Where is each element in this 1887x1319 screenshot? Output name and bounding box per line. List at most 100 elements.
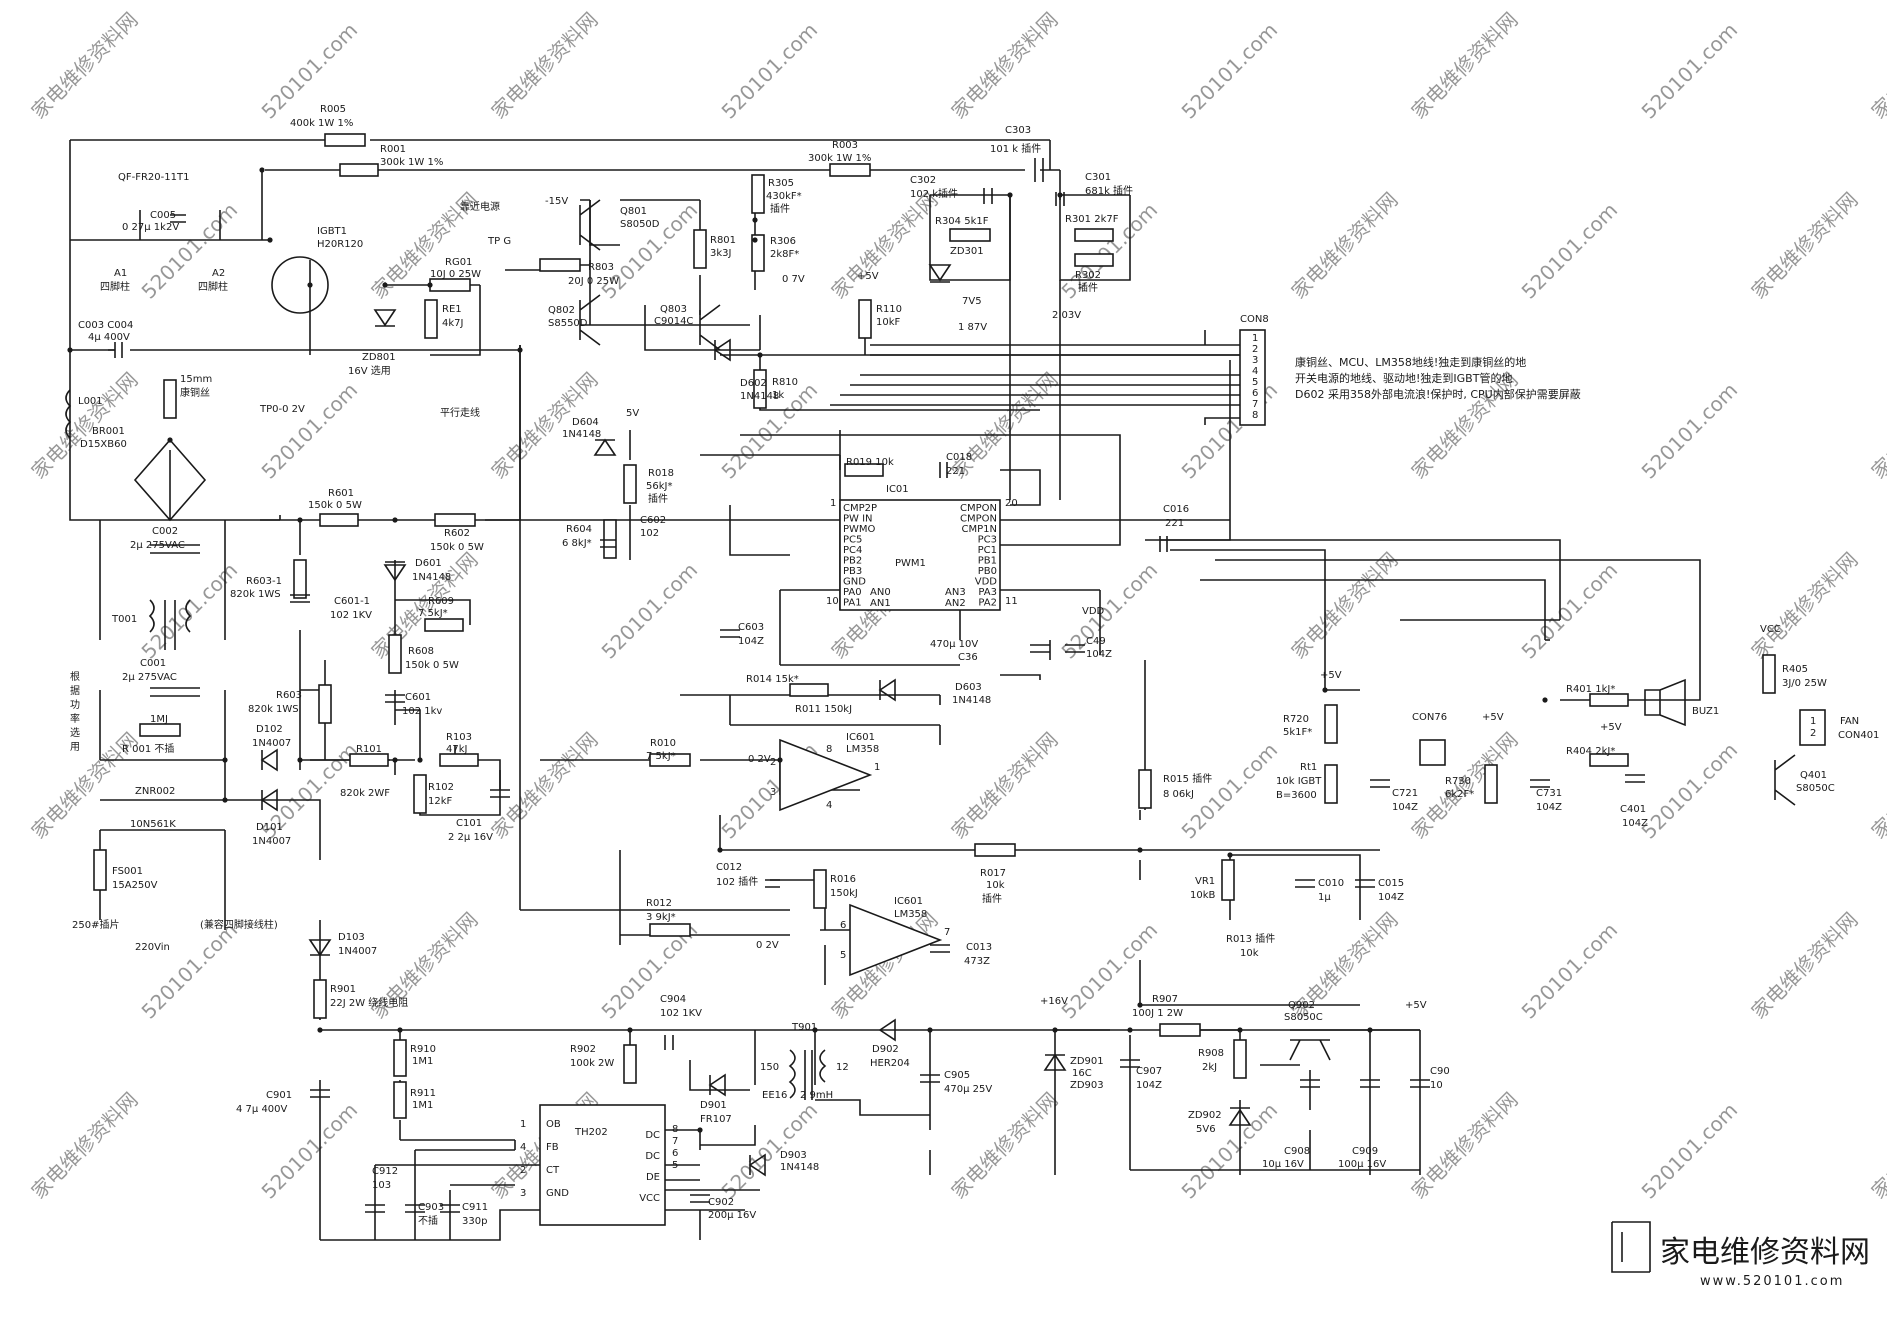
label-D901: D901 — [700, 1100, 727, 1111]
resistor-copper — [163, 379, 177, 419]
label-T901-12: 12 — [836, 1062, 849, 1073]
junction-dot — [752, 237, 758, 243]
label-ZD902: ZD902 — [1188, 1110, 1222, 1121]
label-C904: C904 — [660, 994, 686, 1005]
logo-title: 家电维修资料网 — [1660, 1235, 1870, 1270]
label-R608: R608 — [408, 646, 434, 657]
resistor-R110 — [858, 299, 872, 339]
label-C603-val: 104Z — [738, 636, 764, 647]
label-R017-val: 10k — [986, 880, 1005, 891]
label-C301: C301 — [1085, 172, 1111, 183]
junction-dot — [392, 517, 398, 523]
component-labels: R005 400k 1W 1% R001 300k 1W 1% R003 300… — [72, 104, 1879, 1227]
junction-dot — [317, 1027, 323, 1033]
label-V16: +16V — [1040, 996, 1068, 1007]
th202-pin-num: 3 — [520, 1188, 526, 1199]
label-ZD301: ZD301 — [950, 246, 984, 257]
label-R911-val: 1M1 — [412, 1100, 433, 1111]
label-C101-val: 2 2μ 16V — [448, 832, 493, 843]
ic01-pin-an2: AN2 — [945, 598, 966, 609]
junction-dot — [1137, 1002, 1143, 1008]
label-C013: C013 — [966, 942, 992, 953]
th202-pin-num: 1 — [520, 1119, 526, 1130]
ic01-pin-left: GND — [843, 577, 866, 588]
label-Rt1-val: 10k IGBT — [1276, 776, 1322, 787]
watermark-text: 520101.com — [257, 378, 363, 484]
label-copper: 15mm — [180, 374, 212, 385]
label-Q802: Q802 — [548, 305, 575, 316]
junction-dot — [417, 757, 423, 763]
label-R014: R014 15k* — [746, 674, 799, 685]
con8-pin: 7 — [1252, 399, 1258, 410]
watermark-text: 家电维修资料网 — [1747, 548, 1863, 664]
resistor-R730 — [1484, 764, 1498, 804]
label-C90x-val: 10 — [1430, 1080, 1443, 1091]
label-R908: R908 — [1198, 1048, 1224, 1059]
junction-dot — [777, 757, 783, 763]
label-R404: R404 2kJ* — [1566, 746, 1615, 757]
label-FAN: FAN — [1840, 716, 1859, 727]
ic601a-pin: 8 — [826, 744, 832, 755]
con8-pin: 6 — [1252, 388, 1258, 399]
label-D103-val: 1N4007 — [338, 946, 377, 957]
ic01-pin-right: VDD — [975, 577, 998, 588]
th202-pin-num: 2 — [520, 1165, 526, 1176]
th202-pin-num: 5 — [672, 1160, 678, 1171]
label-C015: C015 — [1378, 878, 1404, 889]
junction-dot — [392, 757, 398, 763]
junction-dot — [1007, 192, 1013, 198]
watermark-text: 520101.com — [137, 918, 243, 1024]
resistor-R609 — [424, 618, 464, 632]
junction-dot — [382, 282, 388, 288]
con8-pin: 1 — [1252, 333, 1258, 344]
junction-dot — [427, 282, 433, 288]
watermark-text: 520101.com — [1517, 198, 1623, 304]
resistor-R016 — [813, 869, 827, 909]
label-FS001-val: 15A250V — [112, 880, 158, 891]
watermark-text: 520101.com — [1637, 1098, 1743, 1204]
label-V187: 1 87V — [958, 322, 987, 333]
label-Q401: Q401 — [1800, 770, 1827, 781]
label-V5e: +5V — [1600, 722, 1622, 733]
label-R730: R730 — [1445, 776, 1471, 787]
ic601b-pin: 5 — [840, 950, 846, 961]
label-C012: C012 — [716, 862, 742, 873]
label-A1-val: 四脚柱 — [100, 280, 130, 293]
label-C603: C603 — [738, 622, 764, 633]
label-V5f: +5V — [1405, 1000, 1427, 1011]
label-C902-val: 200μ 16V — [708, 1210, 756, 1221]
junction-dot — [757, 352, 763, 358]
ic01-pin-an1: AN1 — [870, 598, 891, 609]
label-D902: D902 — [872, 1044, 899, 1055]
resistor-R102 — [413, 774, 427, 814]
label-R017-note: 插件 — [982, 892, 1002, 905]
label-R305: R305 — [768, 178, 794, 189]
resistor-VR1 — [1221, 859, 1235, 901]
th202-pin-left: OB — [546, 1119, 561, 1130]
th202-pin-right: DE — [646, 1172, 660, 1183]
label-R018-val: 56kJ* — [646, 481, 672, 492]
label-C911: C911 — [462, 1202, 488, 1213]
label-IGBT1-val: H20R120 — [317, 239, 363, 250]
label-Rt1: Rt1 — [1300, 762, 1317, 773]
label-R018: R018 — [648, 468, 674, 479]
label-R907: R907 — [1152, 994, 1178, 1005]
label-C401: C401 — [1620, 804, 1646, 815]
label-R302: R302 — [1075, 270, 1101, 281]
label-C401-val: 104Z — [1622, 818, 1648, 829]
th202-pin-num: 7 — [672, 1136, 678, 1147]
label-V02a: 0 2V — [748, 754, 771, 765]
label-C003-val: 4μ 400V — [88, 332, 130, 343]
junction-dot — [222, 757, 228, 763]
label-R603-1-val: 820k 1WS — [230, 589, 281, 600]
label-IGBT1: IGBT1 — [317, 226, 347, 237]
label-R803: R803 — [588, 262, 614, 273]
label-R001-val: 300k 1W 1% — [380, 157, 443, 168]
junction-dot — [1227, 852, 1233, 858]
con8-pin: 4 — [1252, 366, 1258, 377]
resistor-R604 — [603, 519, 617, 559]
ic01-pin-20: 20 — [1005, 498, 1018, 509]
label-R603-val: 820k 1WS — [248, 704, 299, 715]
label-ZD901: ZD901 — [1070, 1056, 1104, 1067]
resistor-R301 — [1074, 228, 1114, 242]
